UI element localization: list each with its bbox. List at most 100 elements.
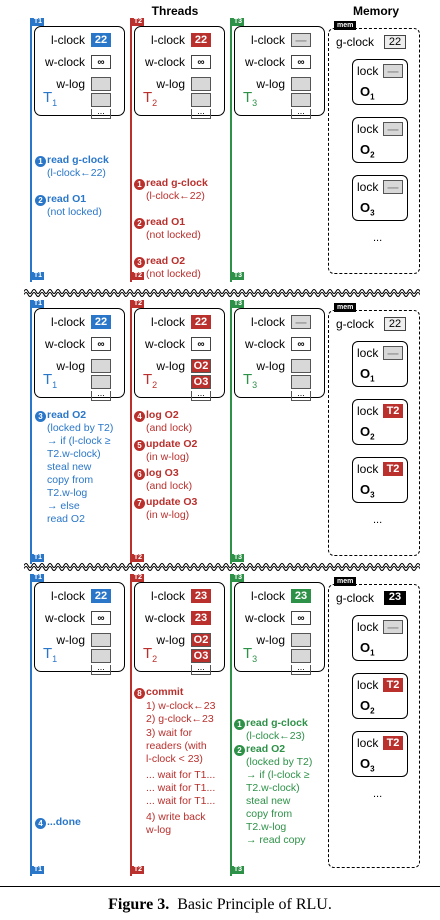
step-number: 3 <box>35 411 46 422</box>
step-line: ... wait for T1... <box>134 782 215 795</box>
w-clock-label: w-clock <box>244 611 285 625</box>
w-log-more: ... <box>191 107 211 119</box>
w-log-slot <box>91 359 111 373</box>
w-log-more: ... <box>291 107 311 119</box>
step-line: 3) wait for <box>134 727 192 740</box>
w-log-slot <box>91 375 111 389</box>
step-line: w-log <box>134 824 171 837</box>
step-line: → else <box>35 500 80 513</box>
object-name-letter: O <box>360 366 371 381</box>
thread-tag-t3: T3 <box>232 18 244 26</box>
object-name-subscript: 1 <box>370 374 375 384</box>
g-clock-value: 22 <box>384 317 406 331</box>
lock-value: — <box>383 64 403 78</box>
l-clock-label: l-clock <box>150 315 185 329</box>
step-text: commit <box>146 686 184 698</box>
w-log-entry: O3 <box>191 375 211 389</box>
thread-tag-bottom-t2: T2 <box>132 866 144 874</box>
thread-tag-t2: T2 <box>132 574 144 582</box>
thread-timeline-t1 <box>30 574 32 876</box>
step-text: → if (l-clock ≥ <box>47 435 111 447</box>
w-log-label: w-log <box>56 633 85 647</box>
lock-label: lock <box>357 346 379 360</box>
w-clock-value: ∞ <box>291 337 311 351</box>
w-log-slot <box>291 77 311 91</box>
thread-name-t1: T1 <box>43 89 57 108</box>
w-clock-value: ∞ <box>191 337 211 351</box>
lock-value: — <box>383 122 403 136</box>
thread-tag-t2: T2 <box>132 18 144 26</box>
lock-label: lock <box>357 64 379 78</box>
object-name-subscript: 2 <box>370 150 375 160</box>
g-clock-label: g-clock <box>336 35 375 49</box>
step-text: T2.w-clock) <box>246 782 300 794</box>
l-clock-value: 22 <box>91 589 111 603</box>
w-log-slot <box>91 649 111 663</box>
thread-name-t2: T2 <box>143 371 157 390</box>
thread-name-letter: T <box>143 89 153 106</box>
w-clock-label: w-clock <box>244 337 285 351</box>
step-line: 4) write back <box>134 811 206 824</box>
w-log-slot <box>91 77 111 91</box>
step-text: (in w-log) <box>146 509 190 521</box>
object-name-letter: O <box>360 698 371 713</box>
l-clock-value: 22 <box>191 33 211 47</box>
l-clock-label: l-clock <box>50 33 85 47</box>
thread-name-subscript: 2 <box>152 98 158 108</box>
thread-name-subscript: 3 <box>252 380 258 390</box>
step-text: log O3 <box>146 467 179 479</box>
step-number: 2 <box>134 218 145 229</box>
step-text: (not locked) <box>146 268 201 280</box>
w-log-label: w-log <box>156 77 185 91</box>
object-name-subscript: 3 <box>370 764 375 774</box>
w-log-label: w-log <box>256 359 285 373</box>
thread-name-t2: T2 <box>143 89 157 108</box>
step-number: 1 <box>35 156 46 167</box>
lock-value: T2 <box>383 678 403 692</box>
lock-value: — <box>383 346 403 360</box>
g-clock-value: 22 <box>384 35 406 49</box>
step-text: 2) g-clock←23 <box>146 713 214 725</box>
thread-tag-t3: T3 <box>232 574 244 582</box>
w-log-slot <box>191 93 211 107</box>
step-line: steal new <box>35 461 91 474</box>
step-text: l-clock < 23) <box>146 753 203 765</box>
thread-timeline-t3 <box>230 574 232 876</box>
w-log-slot <box>291 633 311 647</box>
step-line: (in w-log) <box>134 451 189 464</box>
thread-name-t2: T2 <box>143 645 157 664</box>
step-line: readers (with <box>134 740 207 753</box>
step-text: log O2 <box>146 409 179 421</box>
w-log-more: ... <box>91 663 111 675</box>
thread-name-subscript: 2 <box>152 380 158 390</box>
w-log-entry: O2 <box>191 633 211 647</box>
lock-label: lock <box>357 122 379 136</box>
w-clock-value: ∞ <box>191 55 211 69</box>
thread-name-letter: T <box>243 645 253 662</box>
caption-text: Basic Principle of RLU. <box>177 896 332 913</box>
step-text: (not locked) <box>47 206 102 218</box>
step-number: 3 <box>134 257 145 268</box>
object-name: O2 <box>360 698 375 716</box>
w-log-slot <box>291 93 311 107</box>
object-name: O3 <box>360 200 375 218</box>
step-text: ... wait for T1... <box>146 782 216 794</box>
step-text: read O2 <box>47 409 87 421</box>
thread-tag-bottom-t1: T1 <box>32 554 44 562</box>
l-clock-value: 22 <box>91 33 111 47</box>
thread-timeline-t2 <box>130 18 132 282</box>
object-name-subscript: 3 <box>370 490 375 500</box>
step-text: (l-clock←23) <box>246 730 305 742</box>
l-clock-value: 23 <box>191 589 211 603</box>
thread-name-letter: T <box>43 89 53 106</box>
step-text: (locked by T2) <box>246 756 313 768</box>
w-log-more: ... <box>91 389 111 401</box>
w-log-slot <box>291 375 311 389</box>
thread-name-t1: T1 <box>43 371 57 390</box>
object-name-letter: O <box>360 424 371 439</box>
step-text: read O2 <box>246 743 286 755</box>
